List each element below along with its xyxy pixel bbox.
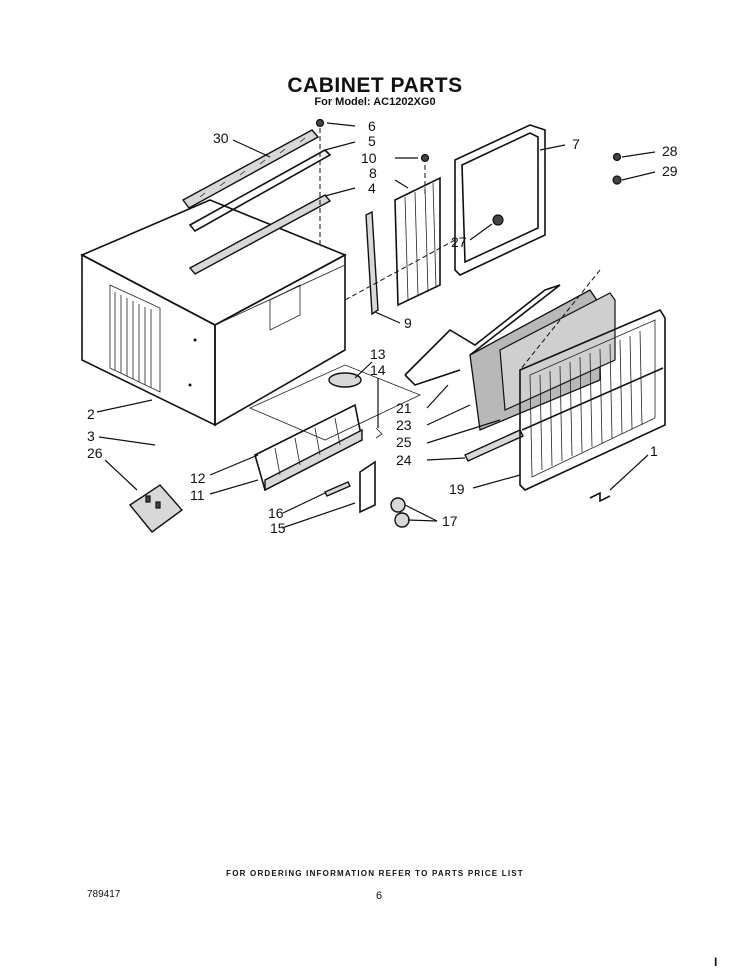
page-number: 6 xyxy=(376,890,383,902)
dashed-outline-floor xyxy=(249,364,421,441)
callout-15: 15 xyxy=(270,520,286,536)
callout-11: 11 xyxy=(190,487,205,503)
clip-1-part xyxy=(589,491,611,503)
top-rail-5-part xyxy=(188,149,332,233)
callout-24: 24 xyxy=(396,452,412,468)
knobs-17-part xyxy=(390,497,410,528)
shaft-16-part xyxy=(324,481,351,497)
callout-6: 6 xyxy=(368,118,376,134)
callout-13: 13 xyxy=(370,346,386,362)
callout-17: 17 xyxy=(442,513,458,529)
callout-10: 10 xyxy=(361,150,377,166)
callout-16: 16 xyxy=(268,505,284,521)
callout-8: 8 xyxy=(369,165,377,181)
callout-28: 28 xyxy=(662,143,678,159)
bracket-13-part xyxy=(328,372,362,388)
page-title: CABINET PARTS xyxy=(287,74,463,97)
bracket-part xyxy=(365,210,379,316)
callout-12: 12 xyxy=(190,470,206,486)
model-subtitle: For Model: AC1202XG0 xyxy=(314,96,436,108)
ordering-info-note: FOR ORDERING INFORMATION REFER TO PARTS … xyxy=(226,869,524,878)
callout-7: 7 xyxy=(572,136,580,152)
callout-2: 2 xyxy=(87,406,95,422)
front-grille-19-part xyxy=(519,308,666,491)
gasket-frame-part xyxy=(454,124,546,276)
clip-14-part xyxy=(375,427,383,439)
callout-14: 14 xyxy=(370,362,386,378)
cabinet-shell-part xyxy=(80,199,347,427)
callout-1: 1 xyxy=(650,443,658,459)
top-rail-30-part xyxy=(181,129,320,209)
callout-5: 5 xyxy=(368,133,376,149)
screw-28-part xyxy=(612,152,622,162)
callout-29: 29 xyxy=(662,163,678,179)
screw-10-part xyxy=(420,153,430,163)
junction-box-part xyxy=(128,484,184,533)
callout-3: 3 xyxy=(87,428,95,444)
screw-6-part xyxy=(315,118,325,128)
top-rail-4-part xyxy=(188,194,332,275)
callout-30: 30 xyxy=(213,130,229,146)
callout-26: 26 xyxy=(87,445,103,461)
callout-21: 21 xyxy=(396,400,412,416)
bracket-27-part xyxy=(492,214,504,226)
callout-9: 9 xyxy=(404,315,412,331)
side-panel-part xyxy=(394,176,441,307)
callout-19: 19 xyxy=(449,481,465,497)
document-id: 789417 xyxy=(87,889,121,900)
callout-23: 23 xyxy=(396,417,412,433)
leader-lines xyxy=(96,122,656,529)
filter-frame-21-part xyxy=(404,284,561,386)
callout-4: 4 xyxy=(368,180,376,196)
washer-29-part xyxy=(612,175,622,185)
corner-mark: I xyxy=(714,955,718,969)
strip-24-part xyxy=(464,429,524,462)
control-plate-part xyxy=(359,460,376,514)
callout-25: 25 xyxy=(396,434,412,450)
base-tray-part xyxy=(254,403,363,492)
callout-27: 27 xyxy=(451,234,467,250)
alignment-lines xyxy=(319,128,601,371)
